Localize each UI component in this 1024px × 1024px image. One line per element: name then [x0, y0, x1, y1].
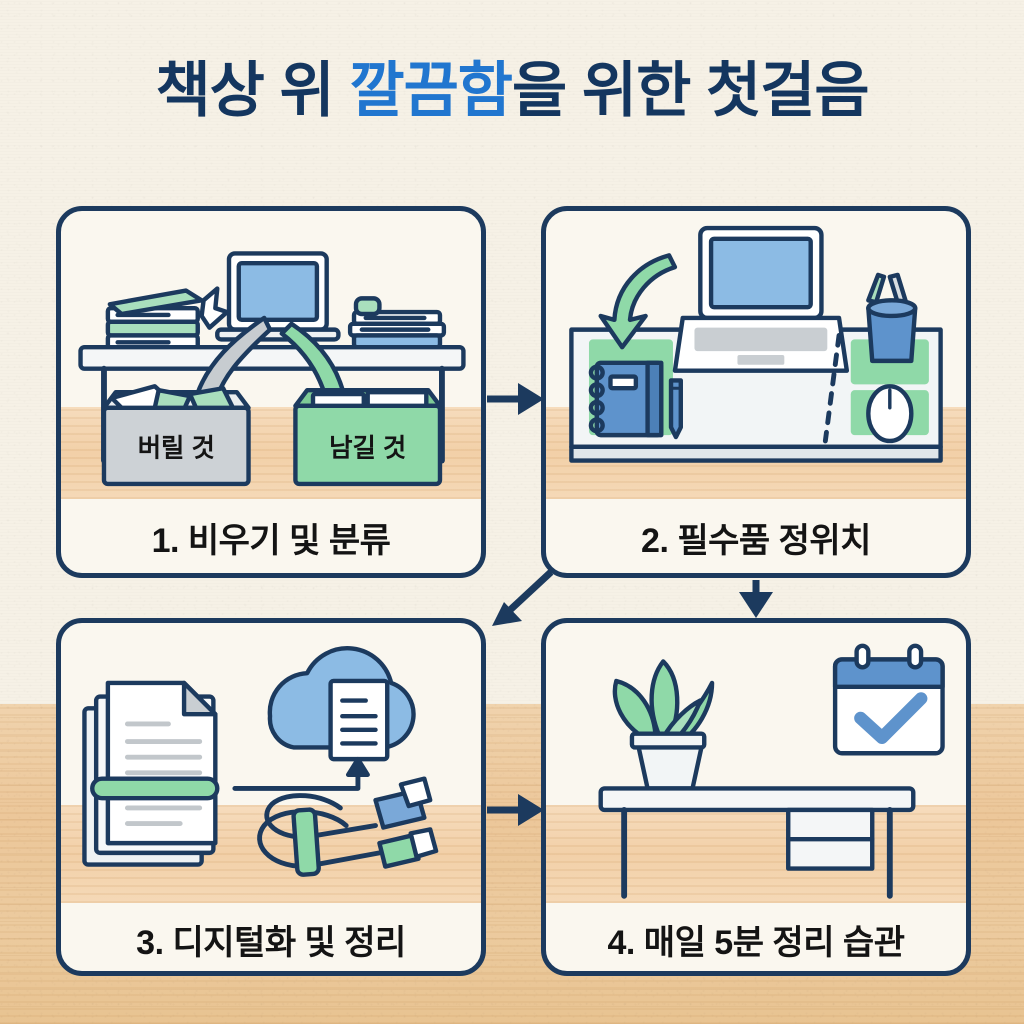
notebook-icon [588, 360, 664, 438]
book-stack-icon [105, 288, 204, 352]
step-card-3[interactable]: 3. 디지털화 및 정리 [56, 618, 486, 976]
desk-icon [598, 786, 916, 899]
keep-box-icon [293, 387, 443, 487]
crumpled-paper-icon [199, 286, 230, 330]
cloud-document-icon [328, 678, 390, 762]
title-part-1: 책상 위 [155, 57, 350, 124]
card-1-illustration: 버릴 것 남길 것 [78, 251, 466, 487]
step-card-2[interactable]: 2. 필수품 정위치 [541, 206, 971, 578]
step-card-2-label: 2. 필수품 정위치 [641, 522, 871, 560]
pen-cup-icon [866, 272, 918, 364]
card-wood-band [546, 805, 966, 903]
discard-box-icon [101, 384, 251, 487]
mouse-icon [866, 384, 914, 444]
usb-micro-plug-icon [377, 827, 439, 869]
dashed-divider-icon [822, 333, 842, 444]
laptop-icon [672, 225, 850, 373]
down-arrow-green-icon [598, 253, 678, 350]
discard-box-label: 버릴 것 [138, 435, 215, 463]
card-4-illustration [598, 643, 945, 899]
check-icon [854, 692, 928, 744]
title-highlight: 깔끔함 [349, 57, 513, 124]
calendar-icon [832, 643, 945, 756]
upload-arrow-icon [232, 756, 370, 791]
title-part-2: 을 위한 첫걸음 [512, 57, 870, 124]
document-stack-icon [82, 680, 218, 867]
step-card-4[interactable]: 4. 매일 5분 정리 습관 [541, 618, 971, 976]
card-2-illustration [569, 225, 943, 463]
usb-cable-icon [257, 776, 439, 877]
keep-box-label: 남길 것 [329, 435, 406, 463]
highlighter-icon [90, 776, 220, 801]
drawer-icon [786, 807, 875, 871]
page-title: 책상 위 깔끔함을 위한 첫걸음 [0, 56, 1024, 125]
step-card-1-label: 1. 비우기 및 분류 [151, 522, 391, 560]
card-3-illustration [82, 646, 439, 877]
usb-a-plug-icon [373, 776, 433, 830]
step-card-1[interactable]: 버릴 것 남길 것 1. 비우기 및 분류 [56, 206, 486, 578]
book-stack-right-icon [347, 296, 447, 350]
step-card-4-label: 4. 매일 5분 정리 습관 [607, 924, 905, 962]
step-card-3-label: 3. 디지털화 및 정리 [136, 924, 406, 962]
laptop-icon [215, 251, 341, 342]
pen-icon [668, 378, 683, 440]
potted-plant-icon [612, 659, 715, 791]
